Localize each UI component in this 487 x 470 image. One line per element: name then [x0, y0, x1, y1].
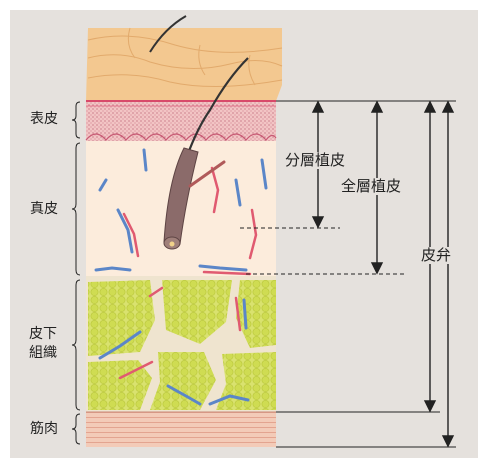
flap-label: 皮弁	[420, 247, 452, 264]
epidermis-label: 表皮	[30, 111, 58, 128]
split-thickness-graft-label: 分層植皮	[284, 152, 346, 169]
epidermis-layer	[86, 101, 276, 141]
epidermis-surface	[86, 28, 282, 101]
subcutaneous-label-line1: 皮下	[28, 326, 58, 343]
full-thickness-graft-label: 全層植皮	[340, 178, 402, 195]
layer-braces	[72, 102, 80, 444]
subcutaneous-label-line2: 組織	[28, 345, 58, 362]
muscle-label: 筋肉	[30, 421, 58, 438]
dermis-label: 真皮	[30, 201, 58, 218]
muscle-layer	[86, 412, 276, 447]
